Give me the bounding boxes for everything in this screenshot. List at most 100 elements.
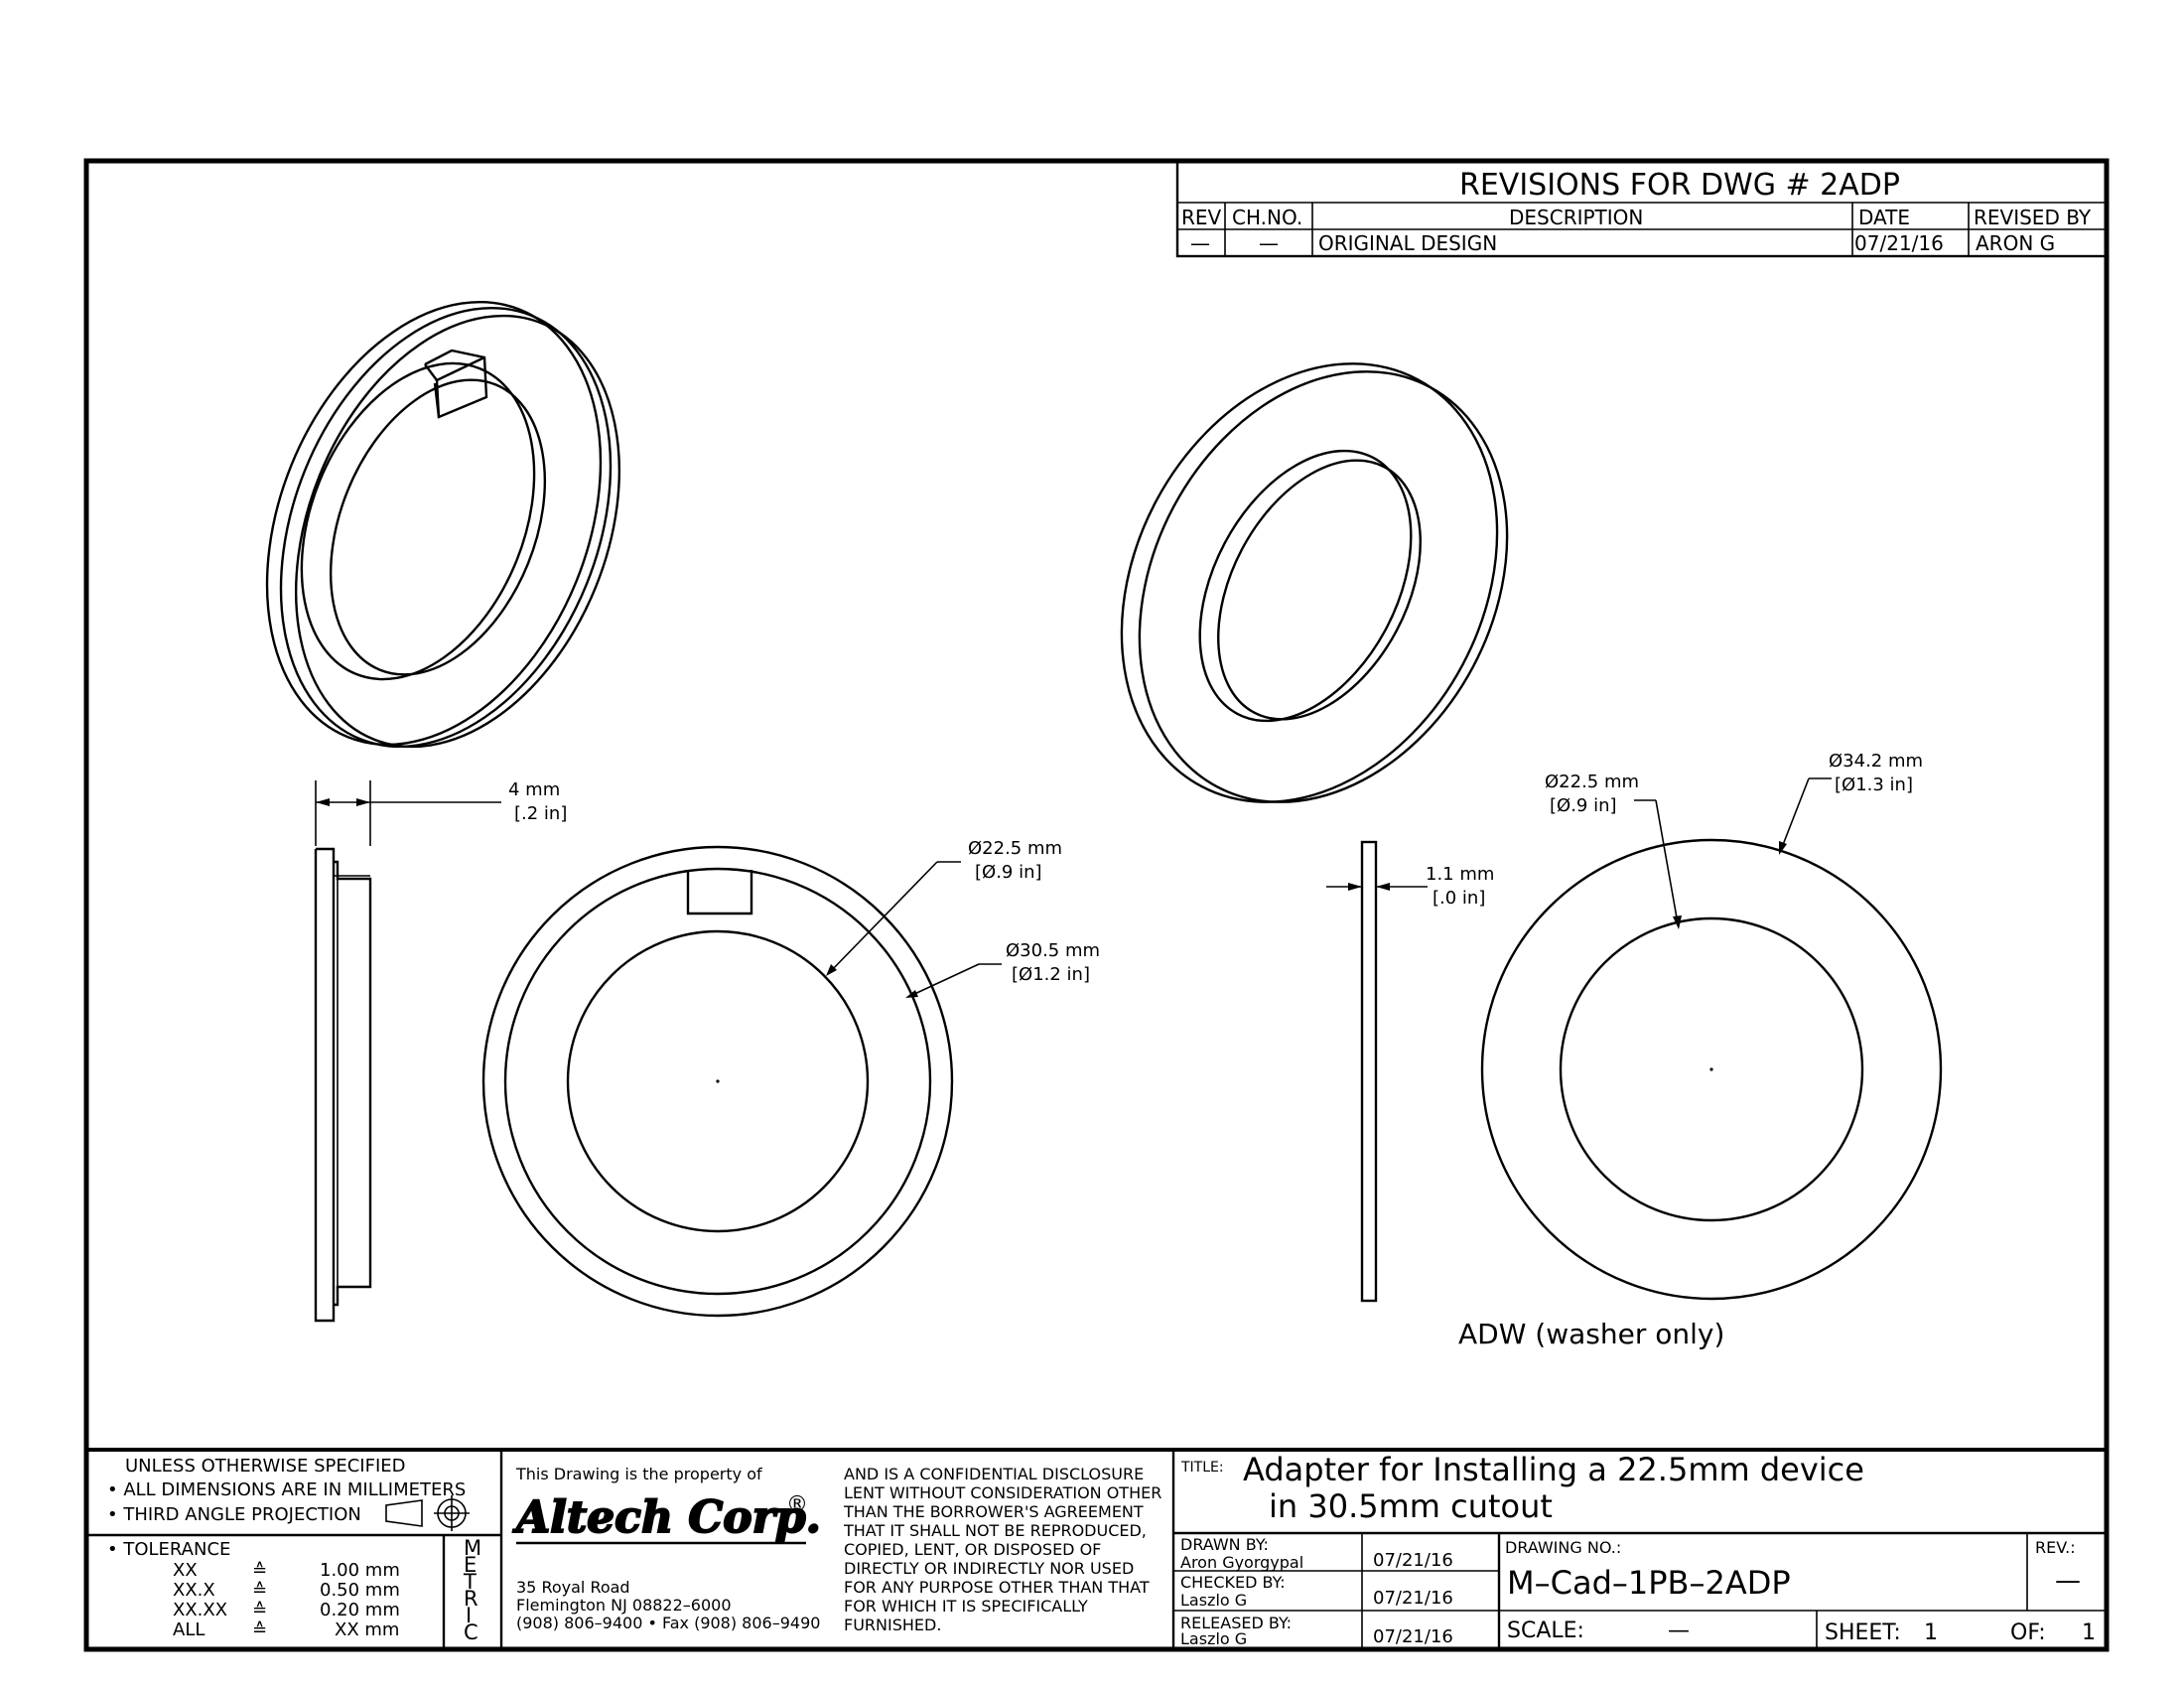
metric-letter-c: C xyxy=(464,1620,478,1644)
of-value: 1 xyxy=(2082,1620,2096,1645)
disclosure-line5: COPIED, LENT, OR DISPOSED OF xyxy=(844,1540,1101,1559)
adapter-outer-dia-leader xyxy=(905,963,1002,998)
of-label: OF: xyxy=(2010,1620,2046,1645)
tol-key-4: ALL xyxy=(173,1619,205,1640)
tol-key-1: XX xyxy=(173,1560,198,1581)
disclosure-line7: FOR ANY PURPOSE OTHER THAN THAT xyxy=(844,1578,1150,1597)
revision-row-revised-by: ARON G xyxy=(1976,231,2055,255)
disclosure-line9: FURNISHED. xyxy=(844,1616,941,1634)
adapter-inner-dia-leader xyxy=(826,861,961,976)
checked-by-name: Laszlo G xyxy=(1180,1591,1247,1610)
washer-outer-dia-mm: Ø34.2 mm xyxy=(1829,751,1923,772)
disclosure-line4: THAT IT SHALL NOT BE REPRODUCED, xyxy=(843,1521,1147,1540)
company-logo: Altech Corp. xyxy=(512,1492,821,1543)
tol-val-4: XX mm xyxy=(335,1619,399,1640)
washer-thickness-mm: 1.1 mm xyxy=(1426,864,1494,885)
rev-value: — xyxy=(2055,1566,2081,1596)
revised-by-header: REVISED BY xyxy=(1974,206,2092,229)
drawing-no-label: DRAWING NO.: xyxy=(1505,1538,1621,1557)
tol-val-3: 0.20 mm xyxy=(320,1600,400,1620)
washer-thickness-in: [.0 in] xyxy=(1433,888,1485,909)
washer-outer-dia-leader xyxy=(1779,777,1832,855)
company-address2: Flemington NJ 08822–6000 xyxy=(516,1596,732,1615)
adapter-side-view xyxy=(314,847,372,1323)
date-header: DATE xyxy=(1858,206,1910,229)
disclosure-line2: LENT WITHOUT CONSIDERATION OTHER xyxy=(844,1483,1161,1502)
drawing-title-line2: in 30.5mm cutout xyxy=(1269,1487,1553,1525)
released-date: 07/21/16 xyxy=(1373,1626,1453,1647)
released-by-label: RELEASED BY: xyxy=(1180,1614,1292,1632)
tol-key-2: XX.X xyxy=(173,1580,215,1601)
adapter-thickness-mm: 4 mm xyxy=(508,779,560,800)
tol-key-3: XX.XX xyxy=(173,1600,227,1620)
tol-val-1: 1.00 mm xyxy=(320,1560,400,1581)
washer-inner-dia-leader xyxy=(1634,799,1682,929)
drawing-number: M–Cad–1PB–2ADP xyxy=(1507,1564,1791,1602)
tol-sym-2: ≙ xyxy=(252,1580,267,1601)
revision-row-description: ORIGINAL DESIGN xyxy=(1318,231,1497,255)
tol-sym-1: ≙ xyxy=(252,1560,267,1581)
notes-line1: UNLESS OTHERWISE SPECIFIED xyxy=(125,1456,406,1477)
washer-inner-dia-mm: Ø22.5 mm xyxy=(1545,772,1639,792)
third-angle-projection-icon xyxy=(385,1495,470,1531)
metric-letter-e: E xyxy=(464,1553,477,1577)
metric-letter-t: T xyxy=(463,1570,477,1594)
revisions-title: REVISIONS FOR DWG # 2ADP xyxy=(1459,168,1900,203)
sheet-label: SHEET: xyxy=(1825,1620,1901,1645)
title-label: TITLE: xyxy=(1180,1460,1224,1476)
adapter-inner-dia-mm: Ø22.5 mm xyxy=(968,838,1062,859)
disclosure-line3: THAN THE BORROWER'S AGREEMENT xyxy=(843,1502,1144,1521)
revision-row-date: 07/21/16 xyxy=(1854,231,1944,255)
sheet-value: 1 xyxy=(1924,1620,1938,1645)
released-by-name: Laszlo G xyxy=(1180,1629,1247,1648)
title-block xyxy=(86,1448,2107,1649)
revision-row-chno: — xyxy=(1259,231,1279,255)
drawn-by-name: Aron Gyorgypal xyxy=(1180,1553,1303,1572)
washer-front-view xyxy=(1480,838,1943,1301)
company-phone: (908) 806–9400 • Fax (908) 806–9490 xyxy=(516,1614,820,1632)
registered-mark: ® xyxy=(786,1492,808,1517)
adapter-outer-dia-mm: Ø30.5 mm xyxy=(1006,940,1100,961)
checked-by-label: CHECKED BY: xyxy=(1180,1573,1286,1592)
washer-thickness-dimension xyxy=(1326,883,1428,891)
disclosure-line6: DIRECTLY OR INDIRECTLY NOR USED xyxy=(844,1559,1134,1578)
adapter-isometric-view xyxy=(265,300,621,749)
revisions-table: REVISIONS FOR DWG # 2ADP REV CH.NO. DESC… xyxy=(1175,159,2109,258)
drawn-by-label: DRAWN BY: xyxy=(1180,1535,1269,1554)
chno-header: CH.NO. xyxy=(1232,206,1302,229)
notes-line3: • THIRD ANGLE PROJECTION xyxy=(107,1504,361,1525)
metric-letter-i: I xyxy=(466,1604,472,1627)
checked-date: 07/21/16 xyxy=(1373,1588,1453,1609)
rev-header: REV xyxy=(1181,206,1222,229)
washer-isometric-view xyxy=(1120,362,1509,803)
notes-line2: • ALL DIMENSIONS ARE IN MILLIMETERS xyxy=(107,1479,466,1500)
disclosure-line1: AND IS A CONFIDENTIAL DISCLOSURE xyxy=(844,1465,1144,1483)
metric-letter-m: M xyxy=(464,1536,481,1560)
disclosure-line8: FOR WHICH IT IS SPECIFICALLY xyxy=(844,1597,1088,1616)
washer-caption: ADW (washer only) xyxy=(1458,1318,1724,1350)
description-header: DESCRIPTION xyxy=(1509,206,1643,229)
washer-side-view xyxy=(1360,840,1378,1303)
property-line: This Drawing is the property of xyxy=(515,1465,762,1483)
adapter-inner-dia-in: [Ø.9 in] xyxy=(975,862,1042,883)
drawn-date: 07/21/16 xyxy=(1373,1550,1453,1571)
adapter-outer-dia-in: [Ø1.2 in] xyxy=(1012,964,1090,985)
adapter-front-view xyxy=(481,845,954,1318)
metric-letter-r: R xyxy=(464,1587,478,1611)
tol-val-2: 0.50 mm xyxy=(320,1580,400,1601)
revision-row-rev: — xyxy=(1190,231,1210,255)
drawing-title-line1: Adapter for Installing a 22.5mm device xyxy=(1243,1451,1864,1488)
washer-inner-dia-in: [Ø.9 in] xyxy=(1550,795,1617,816)
scale-value: — xyxy=(1668,1618,1690,1643)
rev-label: REV.: xyxy=(2035,1538,2076,1557)
washer-outer-dia-in: [Ø1.3 in] xyxy=(1835,774,1913,795)
company-address1: 35 Royal Road xyxy=(516,1578,630,1597)
drawing-border xyxy=(83,158,2110,1652)
tol-sym-3: ≙ xyxy=(252,1600,267,1620)
tol-sym-4: ≙ xyxy=(252,1619,267,1640)
tolerance-label: • TOLERANCE xyxy=(107,1539,230,1560)
adapter-thickness-in: [.2 in] xyxy=(514,803,567,824)
scale-label: SCALE: xyxy=(1507,1618,1584,1643)
adapter-thickness-dimension xyxy=(315,780,501,846)
